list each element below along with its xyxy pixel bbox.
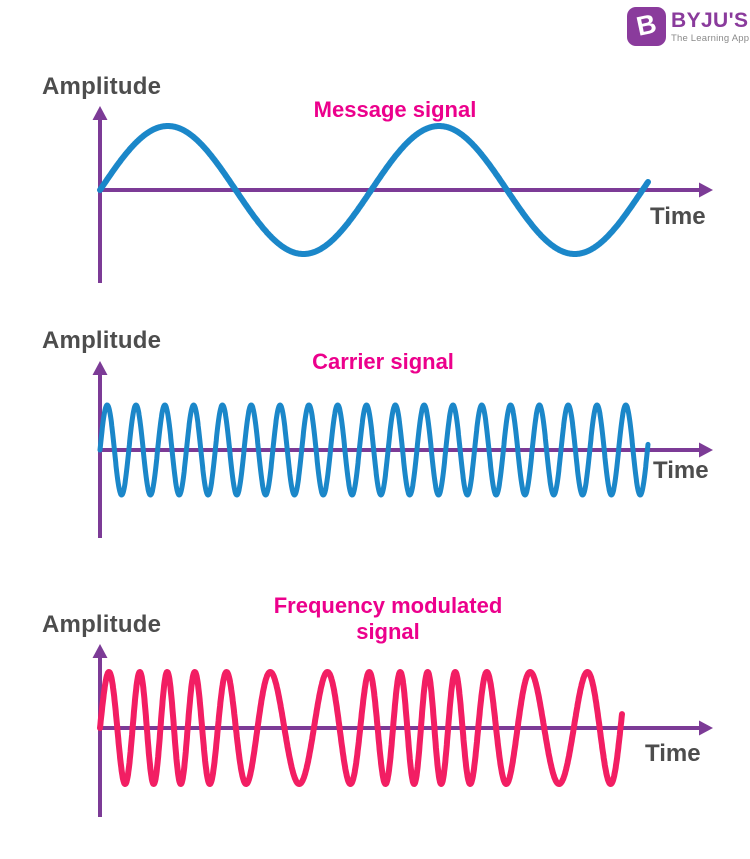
fm-plot-xlabel: Time [645, 740, 701, 767]
message-plot-ylabel: Amplitude [42, 73, 162, 100]
byjus-logo-icon: B [627, 7, 666, 46]
carrier-plot-xlabel: Time [653, 457, 709, 484]
message-plot-xlabel: Time [650, 203, 706, 230]
fm-plot-title: Frequency modulated signal [273, 593, 503, 644]
byjus-logo: B BYJU'S The Learning App [627, 7, 749, 46]
fm-plot-ylabel: Amplitude [42, 611, 162, 638]
byjus-b-glyph: B [633, 8, 659, 42]
carrier-plot-ylabel: Amplitude [42, 327, 162, 354]
message-plot-title: Message signal [313, 97, 477, 122]
byjus-tagline-text: The Learning App [671, 33, 750, 44]
byjus-brand-text: BYJU'S [671, 9, 749, 32]
carrier-plot-title: Carrier signal [312, 349, 454, 374]
